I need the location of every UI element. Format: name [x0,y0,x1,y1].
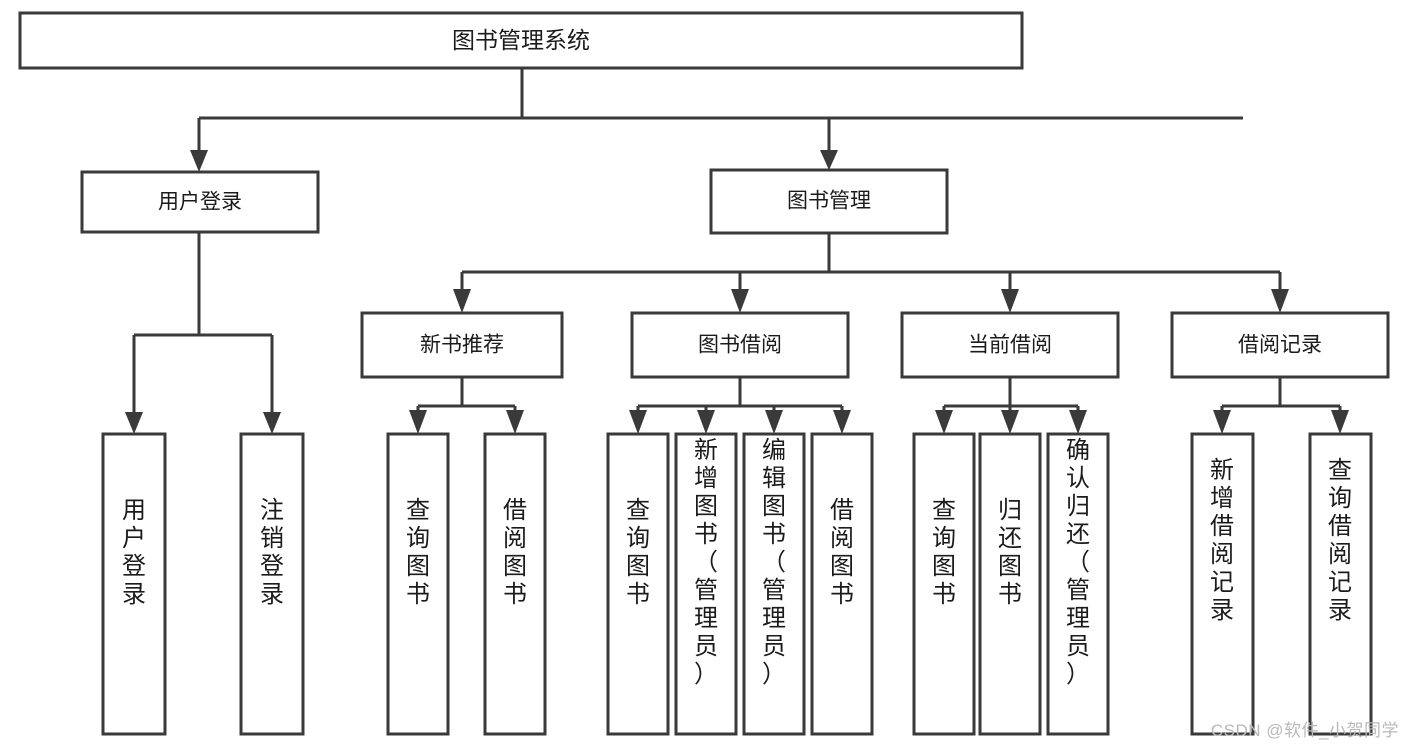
arrow-leaf-logout [263,412,281,434]
leaf-query-borrow-record-label: 查询借阅记录 [1328,457,1352,624]
leaf-add-book-admin-box[interactable] [674,432,738,736]
leaf-query-book-newbook-label: 查询图书 [406,497,430,608]
leaf-borrow-book-newbook-box[interactable] [483,432,547,736]
leaf-return-book[interactable]: 归还图书 [978,432,1042,736]
node-root-label: 图书管理系统 [452,27,590,53]
leaf-borrow-book-newbook[interactable]: 借阅图书 [483,432,547,736]
arrow-current-leaf-1 [935,410,953,434]
leaf-query-book-current-box[interactable] [912,432,976,736]
leaf-query-book-current-label: 查询图书 [932,497,956,608]
leaf-query-book-borrow-label: 查询图书 [626,497,650,608]
leaf-query-book-borrow-box[interactable] [606,432,670,736]
leaf-query-book-current[interactable]: 查询图书 [912,432,976,736]
node-new-book-recommend[interactable]: 新书推荐 [360,311,564,379]
leaf-logout-label: 注销登录 [260,497,284,608]
arrow-to-book-mgmt [820,150,838,170]
leaf-add-borrow-record-label: 新增借阅记录 [1210,457,1234,624]
node-current-borrow-box[interactable] [900,311,1120,379]
node-book-borrow-label: 图书借阅 [698,334,782,357]
node-current-borrow-label: 当前借阅 [968,334,1052,357]
leaf-user-login[interactable]: 用户登录 [101,432,167,736]
arrow-to-new-book [453,289,471,313]
arrow-current-leaf-3 [1069,410,1087,434]
leaf-confirm-return-admin[interactable]: 确认归还（管理员） [1046,432,1110,736]
node-book-management-label: 图书管理 [787,190,871,213]
arrow-to-user-login [190,150,208,172]
node-current-borrow[interactable]: 当前借阅 [900,311,1120,379]
leaf-add-borrow-record-box[interactable] [1190,432,1255,736]
leaf-borrow-book-newbook-label: 借阅图书 [503,497,527,608]
node-user-login-box[interactable] [80,170,320,234]
arrow-to-current-borrow [1001,289,1019,313]
arrow-borrow-leaf-1 [629,410,647,434]
node-new-book-recommend-label: 新书推荐 [420,334,504,357]
leaf-query-borrow-record-box[interactable] [1308,432,1373,736]
node-new-book-recommend-box[interactable] [360,311,564,379]
node-book-borrow-box[interactable] [630,311,850,379]
node-book-management-box[interactable] [709,168,949,235]
arrow-record-leaf-1 [1213,410,1231,434]
leaf-confirm-return-admin-box[interactable] [1046,432,1110,736]
arrow-record-leaf-2 [1331,410,1349,434]
leaf-add-borrow-record[interactable]: 新增借阅记录 [1190,432,1255,736]
arrow-leaf-user-login [125,412,143,434]
arrow-borrow-leaf-2 [697,410,715,434]
node-user-login[interactable]: 用户登录 [80,170,320,234]
arrow-newbook-leaf-1 [409,410,427,434]
node-root[interactable]: 图书管理系统 [18,11,1024,70]
leaf-logout[interactable]: 注销登录 [239,432,305,736]
leaf-logout-box[interactable] [239,432,305,736]
leaf-borrow-book-borrow-label: 借阅图书 [830,497,854,608]
arrow-to-borrow-record [1271,289,1289,313]
node-book-management[interactable]: 图书管理 [709,168,949,235]
node-user-login-label: 用户登录 [158,191,242,214]
leaf-borrow-book-borrow[interactable]: 借阅图书 [810,432,874,736]
leaf-user-login-box[interactable] [101,432,167,736]
arrow-borrow-leaf-3 [765,410,783,434]
leaf-query-book-borrow[interactable]: 查询图书 [606,432,670,736]
arrow-newbook-leaf-2 [506,410,524,434]
connectors [125,68,1349,434]
node-borrow-record-box[interactable] [1170,311,1390,379]
node-root-box[interactable] [18,11,1024,70]
leaf-confirm-return-admin-label: 确认归还（管理员） [1066,437,1090,688]
leaf-add-book-admin-label: 新增图书（管理员） [694,437,718,688]
arrow-current-leaf-2 [1001,410,1019,434]
leaf-return-book-box[interactable] [978,432,1042,736]
leaf-user-login-label: 用户登录 [122,497,146,608]
leaf-add-book-admin[interactable]: 新增图书（管理员） [674,432,738,736]
node-borrow-record[interactable]: 借阅记录 [1170,311,1390,379]
node-book-borrow[interactable]: 图书借阅 [630,311,850,379]
leaf-query-book-newbook[interactable]: 查询图书 [386,432,450,736]
node-borrow-record-label: 借阅记录 [1238,334,1322,357]
leaf-edit-book-admin-label: 编辑图书（管理员） [762,437,786,688]
leaf-borrow-book-borrow-box[interactable] [810,432,874,736]
arrow-borrow-leaf-4 [833,410,851,434]
arrow-to-borrow-book [731,289,749,313]
leaf-edit-book-admin[interactable]: 编辑图书（管理员） [742,432,806,736]
leaf-edit-book-admin-box[interactable] [742,432,806,736]
leaf-query-book-newbook-box[interactable] [386,432,450,736]
leaf-return-book-label: 归还图书 [998,497,1022,608]
leaf-query-borrow-record[interactable]: 查询借阅记录 [1308,432,1373,736]
